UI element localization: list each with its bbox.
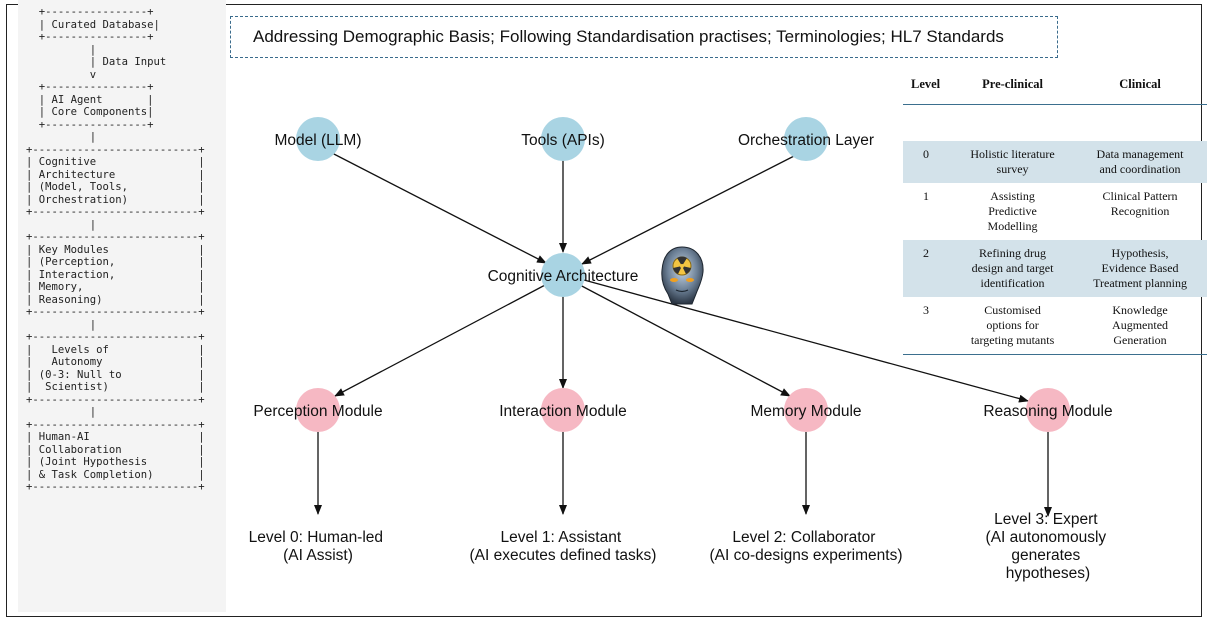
flow-panel — [18, 0, 226, 612]
edges — [314, 151, 1052, 517]
level-3-label: Level 3: Expert (AI autonomously generat… — [986, 511, 1111, 582]
cell-line: Knowledge — [1112, 303, 1168, 317]
cell-level: 2 — [903, 240, 952, 297]
node-model — [296, 117, 340, 161]
edge-orchestration-cognitive — [581, 152, 801, 265]
label-memory: Memory Module — [750, 403, 861, 420]
cell-line: targeting mutants — [970, 333, 1055, 347]
label-interaction: Interaction Module — [499, 403, 627, 420]
cell-line: Data management — [1096, 147, 1184, 161]
level-3-line: (AI autonomously — [986, 529, 1107, 546]
header-clinical: Clinical — [1119, 76, 1161, 91]
node-memory — [784, 388, 828, 432]
label-perception: Perception Module — [253, 403, 382, 420]
cell-line: Modelling — [987, 219, 1038, 233]
cell-line: Assisting — [990, 189, 1035, 203]
level-0-label: Level 0: Human-led (AI Assist) — [249, 529, 388, 564]
cell-level: 0 — [903, 141, 952, 183]
cell-line: Predictive — [988, 204, 1037, 218]
node-orchestration — [784, 117, 828, 161]
level-1-label: Level 1: Assistant (AI executes defined … — [470, 529, 657, 564]
node-tools — [541, 117, 585, 161]
cell-line: Refining drug — [979, 246, 1047, 260]
level-2-line: (AI co-designs experiments) — [710, 547, 903, 564]
standards-banner: Addressing Demographic Basis; Following … — [230, 16, 1058, 58]
cell-line: Evidence Based — [1101, 261, 1179, 275]
cell-line: Generation — [1113, 333, 1167, 347]
level-0-line: Level 0: Human-led — [249, 529, 383, 546]
edge-cognitive-reasoning — [583, 279, 1029, 403]
cell-line: identification — [980, 276, 1045, 290]
node-cognitive — [541, 253, 585, 297]
level-2-line: Level 2: Collaborator — [732, 529, 875, 546]
label-orchestration: Orchestration Layer — [738, 132, 874, 149]
edge-cognitive-perception — [334, 283, 548, 397]
label-model: Model (LLM) — [275, 132, 362, 149]
cell-line: Customised — [984, 303, 1041, 317]
label-reasoning: Reasoning Module — [983, 403, 1112, 420]
table-spacer — [903, 104, 1207, 141]
cell-line: and coordination — [1099, 162, 1181, 176]
levels-table: Level Pre-clinical Clinical 0 Holistic l… — [903, 64, 1207, 355]
table-header-row: Level Pre-clinical Clinical — [903, 64, 1207, 105]
level-0-line: (AI Assist) — [283, 547, 353, 564]
robot-head-icon — [661, 246, 704, 305]
cell-line: survey — [996, 162, 1029, 176]
node-perception — [296, 388, 340, 432]
cell-line: Treatment planning — [1093, 276, 1187, 290]
label-tools: Tools (APIs) — [521, 132, 605, 149]
cell-line: design and target — [971, 261, 1054, 275]
cell-level: 3 — [903, 297, 952, 355]
level-1-line: (AI executes defined tasks) — [470, 547, 657, 564]
level-3-line: Level 3: Expert — [994, 511, 1098, 528]
header-level: Level — [911, 76, 941, 91]
cell-line: Augmented — [1112, 318, 1169, 332]
header-preclinical: Pre-clinical — [982, 76, 1043, 91]
node-reasoning — [1026, 388, 1070, 432]
level-3-line: generates — [1011, 547, 1080, 564]
level-3-line: hypotheses) — [1006, 565, 1090, 582]
level-1-line: Level 1: Assistant — [501, 529, 622, 546]
cell-level: 1 — [923, 189, 929, 203]
level-2-label: Level 2: Collaborator (AI co-designs exp… — [710, 529, 903, 564]
edge-model-cognitive — [329, 151, 547, 264]
ascii-flowchart: +----------------+ | Curated Database| +… — [26, 6, 205, 493]
label-cognitive: Cognitive Architecture — [488, 268, 639, 285]
node-interaction — [541, 388, 585, 432]
cell-line: options for — [986, 318, 1039, 332]
standards-banner-text: Addressing Demographic Basis; Following … — [253, 27, 1004, 46]
cell-line: Recognition — [1110, 204, 1170, 218]
edge-cognitive-memory — [577, 283, 791, 397]
cell-line: Clinical Pattern — [1102, 189, 1178, 203]
cell-line: Hypothesis, — [1111, 246, 1169, 260]
cell-line: Holistic literature — [970, 147, 1055, 161]
